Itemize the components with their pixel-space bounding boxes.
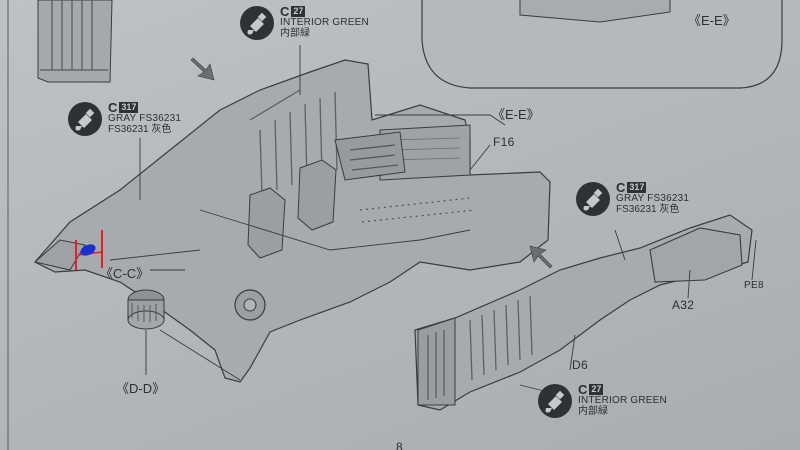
- part-code-pe8: PE8: [744, 280, 764, 291]
- paint-name: GRAY FS36231: [108, 113, 182, 124]
- detail-box-ee: [421, 0, 783, 89]
- section-label-ee-detail: 《E-E》: [688, 13, 736, 28]
- leader-lines: [109, 45, 757, 396]
- fuselage-fragment-top-left: [37, 0, 113, 83]
- paint-callout-gray-right: C 317 GRAY FS36231 FS36231 灰色: [576, 180, 690, 216]
- paint-brush-icon: [576, 182, 610, 216]
- paint-name-alt: FS36231 灰色: [616, 204, 680, 215]
- paint-brush-icon: [240, 6, 274, 40]
- paint-code: 27: [589, 384, 604, 395]
- direction-arrows: [190, 57, 553, 269]
- part-dd-housing: [127, 289, 165, 330]
- paint-name: INTERIOR GREEN: [578, 395, 667, 406]
- marker-annotation: [75, 230, 103, 270]
- paint-letter: C: [578, 382, 588, 397]
- paint-callout-interior-green-top: C 27 INTERIOR GREEN 内部緑: [240, 4, 369, 40]
- detail-box-plate: [519, 0, 671, 23]
- paint-brush-icon: [538, 384, 572, 418]
- paint-name: GRAY FS36231: [616, 193, 690, 204]
- paint-callout-interior-green-bottom: C 27 INTERIOR GREEN 内部緑: [538, 382, 667, 418]
- section-label-ee: 《E-E》: [492, 107, 540, 122]
- paint-letter: C: [108, 100, 118, 115]
- paint-name-alt: 内部緑: [280, 28, 310, 39]
- paint-code: 27: [291, 6, 306, 17]
- paint-code: 317: [119, 102, 139, 113]
- paint-brush-icon: [68, 102, 102, 136]
- paint-code: 317: [627, 182, 647, 193]
- part-code-d6: D6: [572, 358, 588, 372]
- paint-callout-gray-left: C 317 GRAY FS36231 FS36231 灰色: [68, 100, 182, 136]
- paint-name: INTERIOR GREEN: [280, 17, 369, 28]
- paint-letter: C: [616, 180, 626, 195]
- part-code-a32: A32: [672, 298, 695, 312]
- paint-name-alt: FS36231 灰色: [108, 124, 172, 135]
- section-label-cc: 《C-C》: [100, 266, 150, 281]
- paint-name-alt: 内部緑: [578, 406, 608, 417]
- section-label-dd: 《D-D》: [116, 381, 166, 396]
- page-number: 8: [396, 440, 403, 450]
- fuselage-half-right: [414, 214, 753, 411]
- part-code-f16: F16: [493, 135, 515, 149]
- paint-letter: C: [280, 4, 290, 19]
